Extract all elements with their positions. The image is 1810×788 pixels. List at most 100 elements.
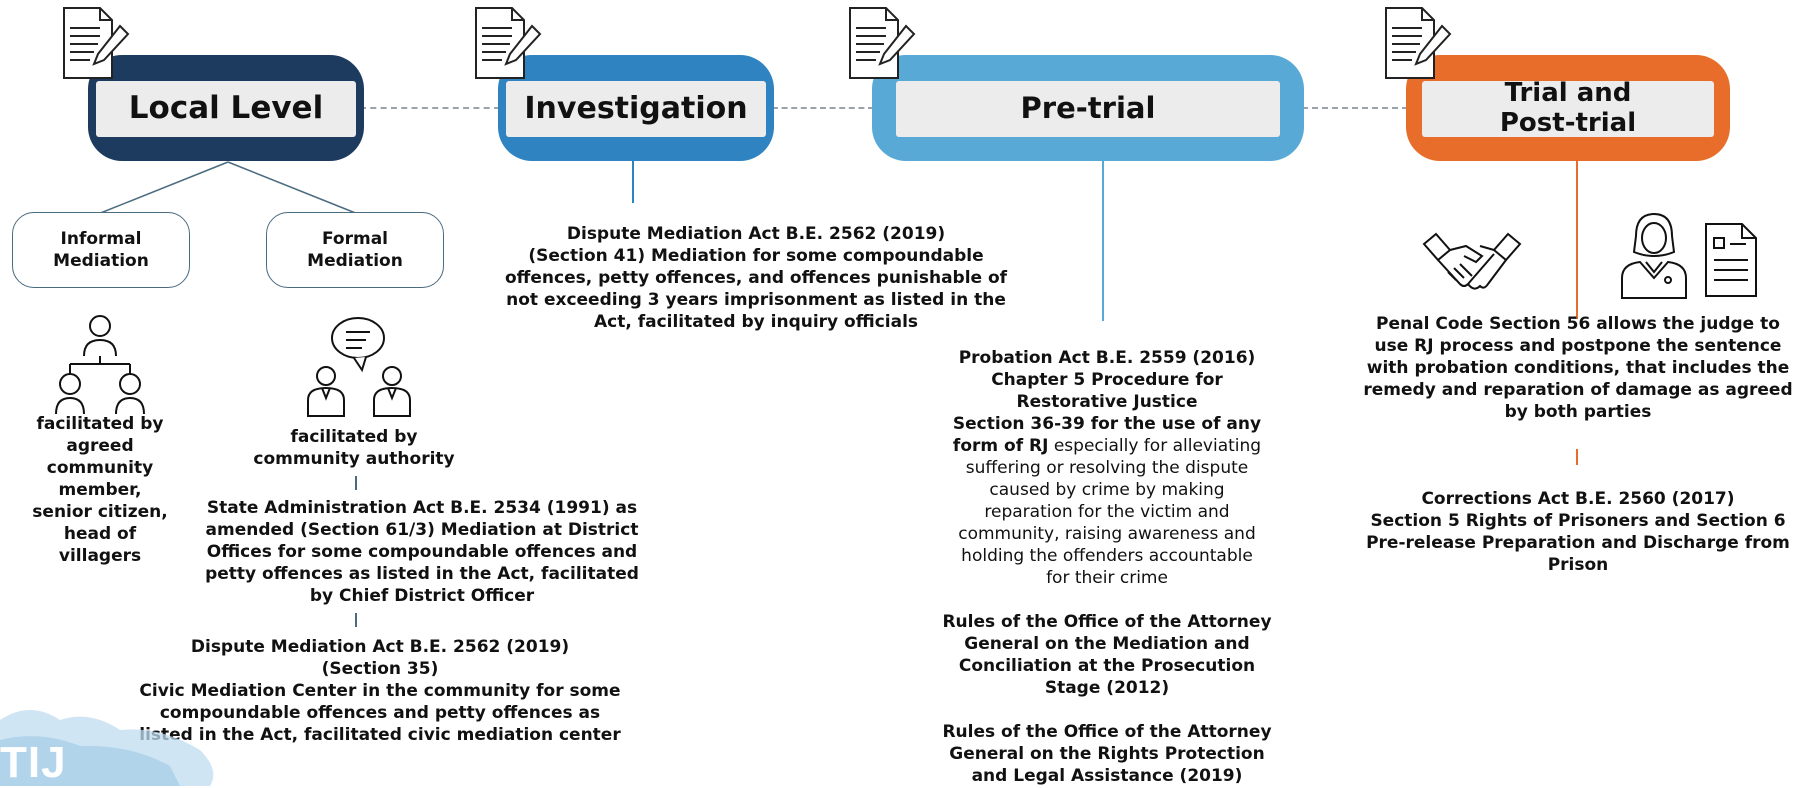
text-line: Chapter 5 Procedure for (991, 370, 1223, 390)
stage-local-level: Local Level (88, 55, 364, 161)
text-line: Section 36-39 for the use of any (952, 414, 1262, 434)
state-administration-act: State Administration Act B.E. 2534 (1991… (172, 497, 672, 607)
text-line: Civic Mediation Center in the community … (139, 681, 621, 701)
text-line: villagers (58, 546, 142, 566)
connector-pretrial-trial (1302, 107, 1408, 109)
formal-mediation-pill: Formal Mediation (266, 212, 444, 288)
separator-tick (355, 613, 357, 627)
formal-mediation-description: facilitated by community authority (224, 426, 484, 470)
text-line: by Chief District Officer (309, 586, 535, 606)
text-line: amended (Section 61/3) Mediation at Dist… (205, 520, 639, 540)
text-line: member, (58, 480, 142, 500)
hierarchy-people-icon (55, 315, 145, 415)
text-line: for their crime (1046, 568, 1168, 588)
stage-investigation: Investigation (498, 55, 774, 161)
text-line: Act, facilitated by inquiry officials (593, 312, 919, 332)
text-line: not exceeding 3 years imprisonment as li… (506, 290, 1006, 310)
text-line: facilitated by (290, 427, 418, 447)
text-line: suffering or resolving the dispute (965, 458, 1249, 478)
text-line: (Section 35) (321, 659, 439, 679)
text-line: State Administration Act B.E. 2534 (1991… (206, 498, 638, 518)
text-line: with probation conditions, that includes… (1366, 358, 1790, 378)
document-pen-icon (849, 7, 916, 79)
tij-logo: TIJ (0, 738, 67, 787)
text-line: Pre-release Preparation and Discharge fr… (1366, 533, 1790, 553)
text-line: community authority (253, 449, 455, 469)
text-line: General on the Rights Protection (949, 744, 1265, 764)
text-line: listed in the Act, facilitated civic med… (139, 725, 621, 745)
text-line: compoundable offences and petty offences… (159, 703, 601, 723)
text-line: Dispute Mediation Act B.E. 2562 (2019) (190, 637, 570, 657)
text-line: form of RJ especially for alleviating (930, 435, 1284, 457)
separator-tick (355, 476, 357, 490)
local-branch-lines (97, 161, 359, 215)
formal-mediation-line1: Formal (322, 228, 388, 249)
dispute-mediation-section-35: Dispute Mediation Act B.E. 2562 (2019) (… (110, 636, 650, 746)
rules-attorney-general-2019: Rules of the Office of the Attorney Gene… (930, 721, 1284, 787)
dispute-mediation-section-41: Dispute Mediation Act B.E. 2562 (2019) (… (484, 223, 1028, 333)
text-line: senior citizen, (32, 502, 168, 522)
text-line: Stage (2012) (1044, 678, 1170, 698)
judge-icon (1621, 212, 1687, 299)
rules-attorney-general-2012: Rules of the Office of the Attorney Gene… (930, 611, 1284, 699)
text-line: Penal Code Section 56 allows the judge t… (1376, 314, 1780, 334)
formal-mediation-line2: Mediation (307, 251, 403, 271)
text-line: and Legal Assistance (2019) (971, 766, 1243, 786)
informal-mediation-description: facilitated by agreed community member, … (20, 413, 180, 567)
text-line: petty offences as listed in the Act, fac… (205, 564, 639, 584)
speech-people-icon (307, 317, 411, 417)
text-line: Dispute Mediation Act B.E. 2562 (2019) (566, 224, 946, 244)
stage-pretrial: Pre-trial (872, 55, 1304, 161)
corrections-act: Corrections Act B.E. 2560 (2017) Section… (1350, 488, 1806, 576)
stage-pretrial-label: Pre-trial (896, 81, 1280, 137)
text-line: head of (63, 524, 137, 544)
text-line: Conciliation at the Prosecution (958, 656, 1256, 676)
stage-trial-line2: Post-trial (1499, 108, 1637, 138)
text-line: Rules of the Office of the Attorney (942, 612, 1272, 632)
text-line: Prison (1547, 555, 1609, 575)
stage-investigation-label: Investigation (506, 81, 766, 137)
text-line: Rules of the Office of the Attorney (942, 722, 1272, 742)
handshake-icon (1422, 232, 1522, 290)
text-bold-segment: form of RJ (952, 436, 1049, 456)
text-line: (Section 41) Mediation for some compound… (528, 246, 984, 266)
pretrial-connector (1102, 161, 1104, 321)
text-line: community, raising awareness and (958, 524, 1256, 544)
text-line: facilitated by (36, 414, 164, 434)
text-line: remedy and reparation of damage as agree… (1363, 380, 1793, 400)
text-line: Restorative Justice (1016, 392, 1198, 412)
text-line: Offices for some compoundable offences a… (206, 542, 638, 562)
document-icon (1705, 223, 1757, 297)
text-line: agreed (66, 436, 134, 456)
probation-act: Probation Act B.E. 2559 (2016) Chapter 5… (930, 347, 1284, 589)
text-line: Corrections Act B.E. 2560 (2017) (1421, 489, 1735, 509)
stage-trial-line1: Trial and (1504, 78, 1632, 109)
document-pen-icon (1385, 7, 1452, 79)
informal-mediation-line2: Mediation (53, 251, 149, 271)
informal-mediation-pill: Informal Mediation (12, 212, 190, 288)
connector-investigation-pretrial (772, 107, 874, 109)
informal-mediation-line1: Informal (60, 228, 142, 249)
text-line: caused by crime by making (989, 480, 1225, 500)
investigation-connector (632, 161, 634, 203)
text-line: General on the Mediation and (964, 634, 1250, 654)
text-line: offences, petty offences, and offences p… (504, 268, 1008, 288)
document-pen-icon (63, 7, 130, 79)
text-line: use RJ process and postpone the sentence (1374, 336, 1782, 356)
stage-trial-label: Trial and Post-trial (1422, 78, 1714, 138)
text-line: community (46, 458, 154, 478)
text-line: holding the offenders accountable (961, 546, 1253, 566)
watercolor-decoration (0, 710, 214, 786)
stage-trial-post-trial: Trial and Post-trial (1406, 55, 1730, 161)
text-normal-segment: especially for alleviating (1048, 436, 1262, 456)
stage-local-level-label: Local Level (96, 81, 356, 137)
text-line: by both parties (1504, 402, 1652, 422)
text-line: Section 5 Rights of Prisoners and Sectio… (1370, 511, 1786, 531)
text-line: Probation Act B.E. 2559 (2016) (958, 348, 1256, 368)
document-pen-icon (475, 7, 542, 79)
trial-separator-tick (1576, 449, 1578, 465)
connector-local-investigation (360, 107, 500, 109)
penal-code-section-56: Penal Code Section 56 allows the judge t… (1350, 313, 1806, 423)
text-line: reparation for the victim and (984, 502, 1230, 522)
trial-connector (1576, 161, 1578, 319)
